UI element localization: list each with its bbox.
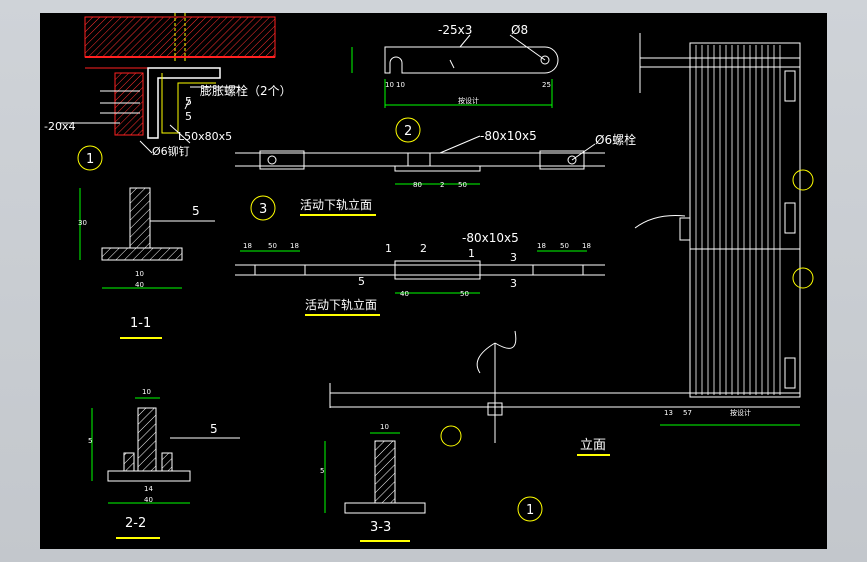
callout-1: 1 — [86, 152, 94, 167]
dim-span-right: 按设计 — [730, 408, 751, 417]
callout-1-bottom: 1 — [526, 503, 534, 518]
label-rivet: Ø6铆钉 — [152, 144, 190, 158]
weld-symbol-5a: 5 — [185, 95, 192, 108]
label-expansion-bolt: 膨胀螺栓（2个） — [200, 83, 292, 98]
callout-2: 2 — [404, 124, 412, 139]
rail-title-2: 活动下轨立面 — [305, 297, 377, 312]
cut-3b: 3 — [510, 277, 517, 290]
cut-1: 1 — [385, 242, 392, 255]
dim-57: 57 — [683, 409, 692, 417]
dim-18a: 18 — [243, 242, 252, 250]
dim-50d: 50 — [460, 290, 469, 298]
dim-10d: 10 — [142, 388, 151, 396]
weld-symbol-5c: 5 — [358, 275, 365, 288]
weld-symbol-5d: 5 — [192, 204, 200, 218]
elevation-title: 立面 — [580, 438, 606, 453]
dim-50c: 50 — [560, 242, 569, 250]
label-bottom-plate-2: -80x10x5 — [462, 231, 519, 245]
weld-symbol-5b: 5 — [185, 110, 192, 123]
label-pin-dia: Ø8 — [511, 23, 528, 37]
rail-elevation-top: 80 2 50 -80x10x5 Ø6螺栓 3 活动下轨立面 — [235, 129, 636, 221]
dim-10b: 10 — [396, 81, 405, 89]
dim-50a: 50 — [458, 181, 467, 189]
dim-18b: 18 — [290, 242, 299, 250]
dim-10e: 10 — [380, 423, 389, 431]
dim-18d: 18 — [582, 242, 591, 250]
section-2-2-label: 2-2 — [125, 516, 146, 531]
detail-wall-bracket: 膨胀螺栓（2个） -20x4 L50x80x5 Ø6铆钉 5 5 1 — [44, 13, 292, 171]
label-angle-steel: L50x80x5 — [178, 130, 232, 143]
label-bottom-plate-1: -80x10x5 — [480, 129, 537, 143]
cut-2: 2 — [420, 242, 427, 255]
elevation-bars — [695, 45, 781, 395]
label-flat-bar: -20x4 — [44, 120, 75, 133]
dim-14: 14 — [144, 485, 153, 493]
weld-symbol-5e: 5 — [210, 422, 218, 436]
elevation: 13 57 按设计 立面 1 — [329, 33, 814, 522]
label-steel-plate: -25x3 — [438, 23, 472, 37]
section-3-3: 10 5 3-3 — [320, 423, 426, 542]
dim-30: 30 — [78, 219, 87, 227]
section-2-2: 10 5 14 40 5 2-2 — [88, 388, 240, 539]
callout-circle-1 — [77, 145, 103, 171]
dim-40b: 40 — [135, 281, 144, 289]
dim-50b: 50 — [268, 242, 277, 250]
dim-10c: 10 — [135, 270, 144, 278]
label-bolt-6: Ø6螺栓 — [595, 132, 636, 147]
detail-plate: -25x3 Ø8 按设计 10 10 25 2 — [351, 23, 559, 143]
dim-18c: 18 — [537, 242, 546, 250]
dim-5b: 5 — [320, 467, 324, 475]
cut-1b: 1 — [468, 247, 475, 260]
dim-span-top: 按设计 — [458, 96, 479, 105]
dim-25: 25 — [542, 81, 551, 89]
rail-title-1: 活动下轨立面 — [300, 197, 372, 212]
section-1-1-label: 1-1 — [130, 316, 151, 331]
section-3-3-label: 3-3 — [370, 520, 391, 535]
dim-10a: 10 — [385, 81, 394, 89]
drawing-canvas: 膨胀螺栓（2个） -20x4 L50x80x5 Ø6铆钉 5 5 1 -25x3… — [40, 13, 827, 549]
dim-2a: 2 — [440, 181, 444, 189]
callout-3: 3 — [259, 202, 267, 217]
dim-40c: 40 — [144, 496, 153, 504]
dim-5a: 5 — [88, 437, 92, 445]
cad-drawing: 膨胀螺栓（2个） -20x4 L50x80x5 Ø6铆钉 5 5 1 -25x3… — [44, 13, 814, 542]
dim-40a: 40 — [400, 290, 409, 298]
dim-13: 13 — [664, 409, 673, 417]
rail-elevation-bottom: 18 50 18 18 50 18 40 50 -80x10x5 1 2 1 3… — [235, 231, 605, 316]
dim-80a: 80 — [413, 181, 422, 189]
section-1-1: 30 10 40 5 1-1 — [78, 187, 215, 339]
cut-3: 3 — [510, 251, 517, 264]
